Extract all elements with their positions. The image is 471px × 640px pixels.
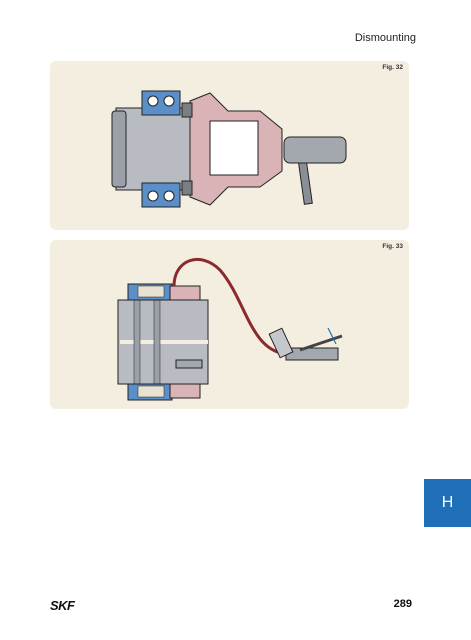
- section-tab[interactable]: H: [424, 479, 471, 527]
- figure-33-caption: Fig. 33: [382, 243, 403, 250]
- figure-32-illustration: [111, 90, 347, 208]
- hydraulic-nut-bottom: [169, 383, 201, 399]
- puller-inner: [209, 120, 259, 176]
- hydraulic-pump-body: [285, 347, 339, 361]
- lock-nut-bottom: [181, 180, 193, 196]
- lock-nut-top: [181, 102, 193, 118]
- bearing-top: [141, 90, 181, 116]
- figure-33-illustration: [117, 258, 343, 401]
- figure-32-caption: Fig. 32: [382, 64, 403, 71]
- hammer-head: [283, 136, 347, 164]
- hydraulic-nut-top: [169, 285, 201, 301]
- section-title: Dismounting: [354, 32, 416, 44]
- pump-lever: [299, 334, 343, 352]
- hydraulic-pump-reservoir: [268, 327, 294, 359]
- figure-32-panel: Fig. 32: [50, 61, 409, 230]
- shaft-end: [111, 110, 127, 188]
- page-number: 289: [393, 598, 412, 610]
- figure-33-panel: Fig. 33: [50, 240, 409, 409]
- bolt: [175, 359, 203, 369]
- oil-hose: [172, 258, 287, 356]
- brand-logo: SKF: [50, 598, 75, 613]
